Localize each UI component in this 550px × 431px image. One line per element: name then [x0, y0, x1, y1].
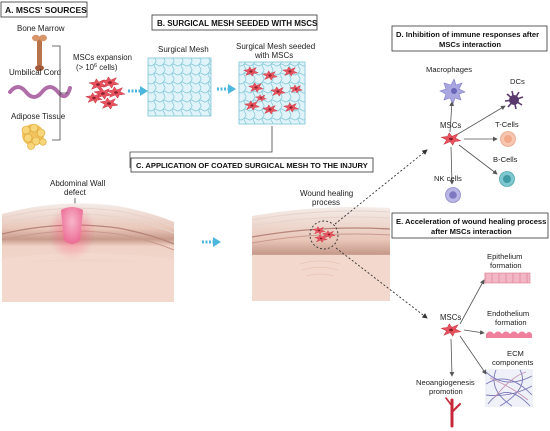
neo-label-line1: Neoangiogenesis: [416, 378, 475, 387]
sources-bracket: [52, 45, 68, 141]
panel-d-title-line1: D. Inhibition of immune responses after: [396, 30, 539, 39]
panel-c-box: [130, 157, 374, 173]
expansion-label-line1: MSCs expansion: [73, 53, 132, 62]
ecm-label-line1: ECM: [507, 349, 524, 358]
defect-label-line2: defect: [64, 188, 87, 197]
healing-label-line2: process: [312, 198, 340, 207]
panel-e-box: [391, 212, 549, 239]
arrow-defect-to-healing: [202, 237, 221, 247]
bone-icon: [32, 34, 47, 71]
seeded-mesh: [238, 61, 306, 125]
skin-section-defect: [1, 203, 175, 302]
panel-e-arrows: [449, 279, 487, 377]
epithelium-icon: [484, 272, 531, 284]
defect-label-line1: Abdominal Wall: [50, 179, 106, 188]
panel-e-title-line2: after MSCs interaction: [431, 227, 512, 236]
surgical-mesh-label: Surgical Mesh: [158, 45, 209, 54]
nk-cell-icon: [445, 187, 461, 203]
leader-to-panel-e: [335, 247, 428, 319]
epithelium-label-line1: Epithelium: [487, 252, 522, 261]
wound-defect: [61, 207, 83, 244]
msc-cluster-expansion: [85, 76, 126, 110]
connector-b-to-c: [129, 126, 273, 168]
tcells-label: T-Cells: [495, 120, 519, 129]
neo-label-line2: promotion: [429, 387, 463, 396]
bcells-label: B-Cells: [493, 155, 518, 164]
panel-d-arrows: [449, 101, 506, 185]
macrophages-label: Macrophages: [426, 65, 472, 74]
panel-b-box: [151, 14, 318, 31]
msc-center-e-label: MSCs: [440, 313, 461, 322]
dendritic-cell-icon: [504, 90, 524, 110]
arrow-mesh-to-seeded: [217, 84, 236, 94]
expansion-label-line2: (> 106 cells): [76, 63, 118, 72]
wound-focus-circle: [309, 220, 339, 250]
ecm-icon: [485, 369, 533, 407]
t-cell-icon: [500, 131, 516, 147]
panel-c-title: C. APPLICATION OF COATED SURGICAL MESH T…: [136, 161, 368, 170]
umbilical-cord-icon: [8, 85, 72, 99]
epithelium-label-line2: formation: [490, 261, 522, 270]
endothelium-icon: [486, 331, 532, 338]
b-cell-icon: [499, 171, 515, 187]
msc-center-e: [440, 323, 462, 337]
endothelium-label-line2: formation: [495, 318, 527, 327]
panel-d-box: [391, 25, 548, 52]
panel-b-title: B. SURGICAL MESH SEEDED WITH MSCS: [157, 19, 318, 28]
source-adipose-tissue-label: Adipose Tissue: [11, 112, 66, 121]
seeded-mesh-label-line2: with MSCs: [254, 51, 293, 60]
dcs-label: DCs: [510, 77, 525, 86]
seeded-mesh-label-line1: Surgical Mesh seeded: [236, 42, 315, 51]
surgical-mesh: [147, 57, 212, 117]
blood-vessel-icon: [445, 397, 461, 428]
msc-center-d: [440, 132, 462, 146]
panel-e-title-line1: E. Acceleration of wound healing process: [396, 217, 546, 226]
ecm-label-line2: components: [492, 358, 534, 367]
macrophage-icon: [439, 78, 466, 105]
nkcells-label: NK cells: [434, 174, 462, 183]
skin-section-healing: [251, 207, 391, 301]
panel-d-title-line2: MSCs interaction: [439, 40, 501, 49]
source-bone-marrow-label: Bone Marrow: [17, 24, 65, 33]
adipose-tissue-icon: [21, 123, 47, 150]
arrow-expansion-to-mesh: [128, 86, 148, 96]
source-umbilical-cord-label: Umbilical Cord: [9, 68, 61, 77]
endothelium-label-line1: Endothelium: [487, 309, 529, 318]
panel-a-title: A. MSCS' SOURCES: [5, 5, 87, 15]
panel-a-box: [0, 1, 88, 18]
healing-label-line1: Wound healing: [300, 189, 353, 198]
